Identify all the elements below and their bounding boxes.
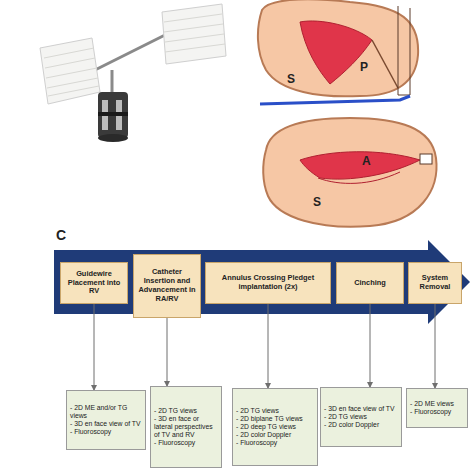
bullet-text: - Fluoroscopy xyxy=(70,428,142,436)
step-label: Catheter Insertion and Advancement in RA… xyxy=(136,268,198,304)
imaging-box: - 2D TG views- 2D biplane TG views- 2D d… xyxy=(232,388,318,466)
imaging-box: - 2D ME and/or TG views- 3D en face view… xyxy=(66,390,146,450)
device-photo xyxy=(40,4,226,142)
bullet-text: - 3D en face or lateral perspectives of … xyxy=(154,415,218,439)
bullet-text: - 2D biplane TG views xyxy=(236,415,314,423)
process-band xyxy=(54,240,470,324)
bullet-text: - 2D ME views xyxy=(410,400,464,408)
imaging-box: - 2D ME views- Fluoroscopy xyxy=(406,388,468,428)
step-box: Guidewire Placement into RV xyxy=(60,262,128,304)
step-label: Guidewire Placement into RV xyxy=(63,270,125,297)
flow-arrow xyxy=(435,304,436,388)
step-box: System Removal xyxy=(408,262,462,304)
leaflet-label: P xyxy=(360,60,368,74)
bullet-text: - 2D TG views xyxy=(236,407,314,415)
flow-arrow xyxy=(268,304,269,388)
step-label: System Removal xyxy=(411,274,459,292)
imaging-box: - 3D en face view of TV- 2D TG views- 2D… xyxy=(320,387,402,447)
bullet-text: - Fluoroscopy xyxy=(236,439,314,447)
leaflet-label: S xyxy=(313,195,321,209)
flow-arrow xyxy=(167,318,168,386)
bullet-text: - 2D ME and/or TG views xyxy=(70,404,142,420)
bullet-text: - 2D TG views xyxy=(154,407,218,415)
valve-sketch xyxy=(258,0,418,104)
flow-arrow xyxy=(370,304,371,387)
bullet-text: - 3D en face view of TV xyxy=(70,420,142,428)
step-box: Cinching xyxy=(336,262,404,304)
bullet-text: - 2D TG views xyxy=(324,413,398,421)
leaflet-label: A xyxy=(362,154,371,168)
bullet-text: - 3D en face view of TV xyxy=(324,405,398,413)
bullet-text: - 2D color Doppler xyxy=(324,421,398,429)
valve-sketch xyxy=(263,118,436,227)
panel-letter: C xyxy=(56,227,66,243)
bullet-text: - Fluoroscopy xyxy=(154,439,218,447)
imaging-box: - 2D TG views- 3D en face or lateral per… xyxy=(150,386,222,468)
step-label: Cinching xyxy=(354,279,386,288)
step-box: Catheter Insertion and Advancement in RA… xyxy=(133,254,201,318)
step-box: Annulus Crossing Pledget implantation (2… xyxy=(205,262,331,304)
flow-arrow xyxy=(94,304,95,390)
bullet-text: - Fluoroscopy xyxy=(410,408,464,416)
step-label: Annulus Crossing Pledget implantation (2… xyxy=(208,274,328,292)
bullet-text: - 2D color Doppler xyxy=(236,431,314,439)
bullet-text: - 2D deep TG views xyxy=(236,423,314,431)
leaflet-label: S xyxy=(287,72,295,86)
